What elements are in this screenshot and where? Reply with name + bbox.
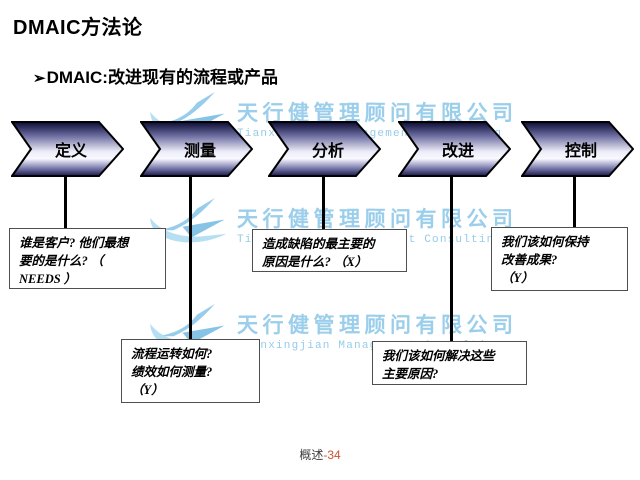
- watermark-chinese: 天行健管理顾问有限公司: [237, 313, 518, 337]
- process-step-label: 改进: [441, 143, 474, 160]
- callout-box-measure: 流程运转如何? 绩效如何测量? （Y）: [121, 339, 260, 403]
- chevron-shape: [398, 121, 511, 177]
- connector-line-measure: [189, 175, 192, 340]
- callout-box-control: 我们该如何保持 改善成果? （Y）: [491, 227, 628, 291]
- subtitle-text: DMAIC:改进现有的流程或产品: [46, 68, 278, 87]
- connector-line-define: [64, 175, 67, 229]
- footer: 概述-34: [0, 446, 640, 463]
- connector-line-improve: [450, 175, 453, 342]
- process-step-label: 分析: [311, 143, 344, 160]
- process-step-analyze: 分析: [268, 121, 381, 177]
- connector-line-control: [573, 175, 576, 228]
- callout-box-analyze: 造成缺陷的最主要的 原因是什么? （X）: [252, 229, 407, 272]
- bullet-arrow-icon: ➢: [33, 70, 46, 87]
- page-title: DMAIC方法论: [13, 17, 143, 39]
- chevron-shape: [11, 121, 124, 177]
- callout-box-improve: 我们该如何解决这些 主要原因?: [372, 341, 527, 385]
- process-step-label: 控制: [564, 143, 597, 160]
- process-step-label: 测量: [183, 143, 216, 160]
- process-step-label: 定义: [54, 143, 87, 160]
- chevron-shape: [268, 121, 381, 177]
- process-step-control: 控制: [521, 121, 634, 177]
- process-step-measure: 测量: [140, 121, 253, 177]
- chevron-shape: [521, 121, 634, 177]
- footer-page-number: -34: [323, 448, 341, 462]
- process-step-improve: 改进: [398, 121, 511, 177]
- footer-section-label: 概述: [299, 448, 324, 462]
- slide-subtitle: ➢DMAIC:改进现有的流程或产品: [33, 63, 278, 88]
- connector-line-analyze: [322, 175, 325, 230]
- watermark-chinese: 天行健管理顾问有限公司: [237, 207, 518, 231]
- process-step-define: 定义: [11, 121, 124, 177]
- callout-box-define: 谁是客户? 他们最想 要的是什么? （ NEEDS ）: [9, 228, 166, 289]
